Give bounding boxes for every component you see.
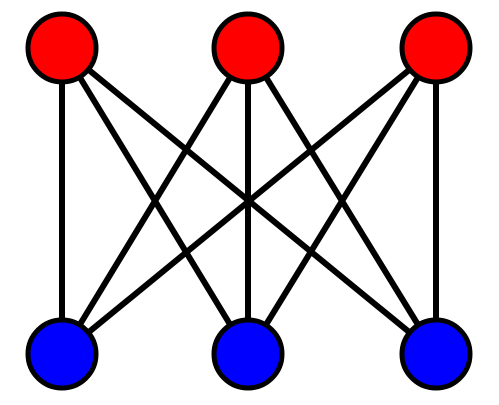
node-top-1 [25, 11, 99, 85]
nodes-layer [25, 11, 473, 391]
node-bottom-3 [399, 317, 473, 391]
node-bottom-2 [211, 317, 285, 391]
edge-top-2-bottom-1 [59, 45, 251, 357]
edges-layer [59, 45, 439, 357]
edge-top-3-bottom-2 [245, 45, 439, 357]
node-top-2 [211, 11, 285, 85]
node-top-3 [399, 11, 473, 85]
node-bottom-1 [25, 317, 99, 391]
edge-top-3-bottom-1 [59, 45, 439, 357]
